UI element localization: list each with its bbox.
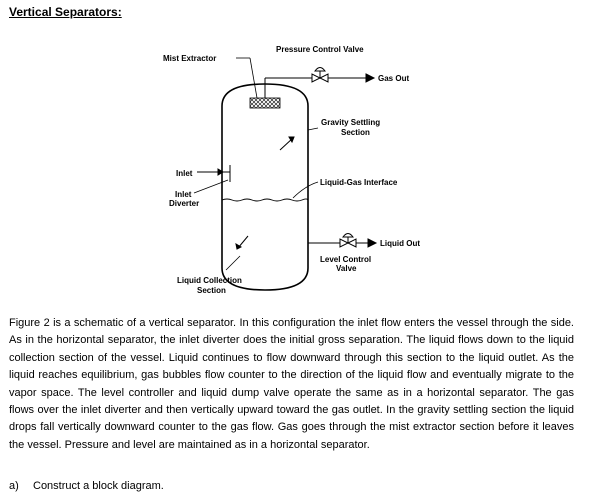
- inlet-label: Inlet: [176, 169, 193, 178]
- question-text: Construct a block diagram.: [33, 480, 164, 492]
- liquid-out-label: Liquid Out: [380, 239, 420, 248]
- gravity-settling-label-2: Section: [341, 128, 370, 137]
- body-paragraph: Figure 2 is a schematic of a vertical se…: [9, 317, 574, 451]
- mist-extractor-label: Mist Extractor: [163, 54, 216, 63]
- inlet-diverter-label-1: Inlet: [175, 190, 192, 199]
- liquid-collection-label-1: Liquid Collection: [177, 276, 242, 285]
- inlet-diverter: [197, 165, 231, 182]
- liquid-gas-interface-line: [221, 198, 309, 202]
- flow-arrows: [235, 136, 295, 250]
- vessel-shell: [221, 83, 309, 291]
- question-label: a): [9, 480, 19, 492]
- gravity-settling-label-1: Gravity Settling: [321, 118, 380, 127]
- mist-extractor-pad: [249, 97, 281, 109]
- leader-lines: [193, 57, 319, 271]
- inlet-diverter-label-2: Diverter: [169, 199, 199, 208]
- document-title: Vertical Separators:: [9, 5, 122, 19]
- level-control-valve-label-1: Level Control: [320, 255, 371, 264]
- vertical-separator-figure: Mist Extractor Pressure Control Valve Ga…: [163, 45, 420, 295]
- pressure-control-valve: [264, 67, 376, 98]
- liquid-collection-label-2: Section: [197, 286, 226, 295]
- level-control-valve: [308, 233, 378, 248]
- question-item: a) Construct a block diagram.: [9, 480, 164, 492]
- liquid-gas-interface-label: Liquid-Gas Interface: [320, 178, 398, 187]
- level-control-valve-label-2: Valve: [336, 264, 357, 273]
- gas-out-label: Gas Out: [378, 74, 409, 83]
- pressure-control-valve-label: Pressure Control Valve: [276, 45, 364, 54]
